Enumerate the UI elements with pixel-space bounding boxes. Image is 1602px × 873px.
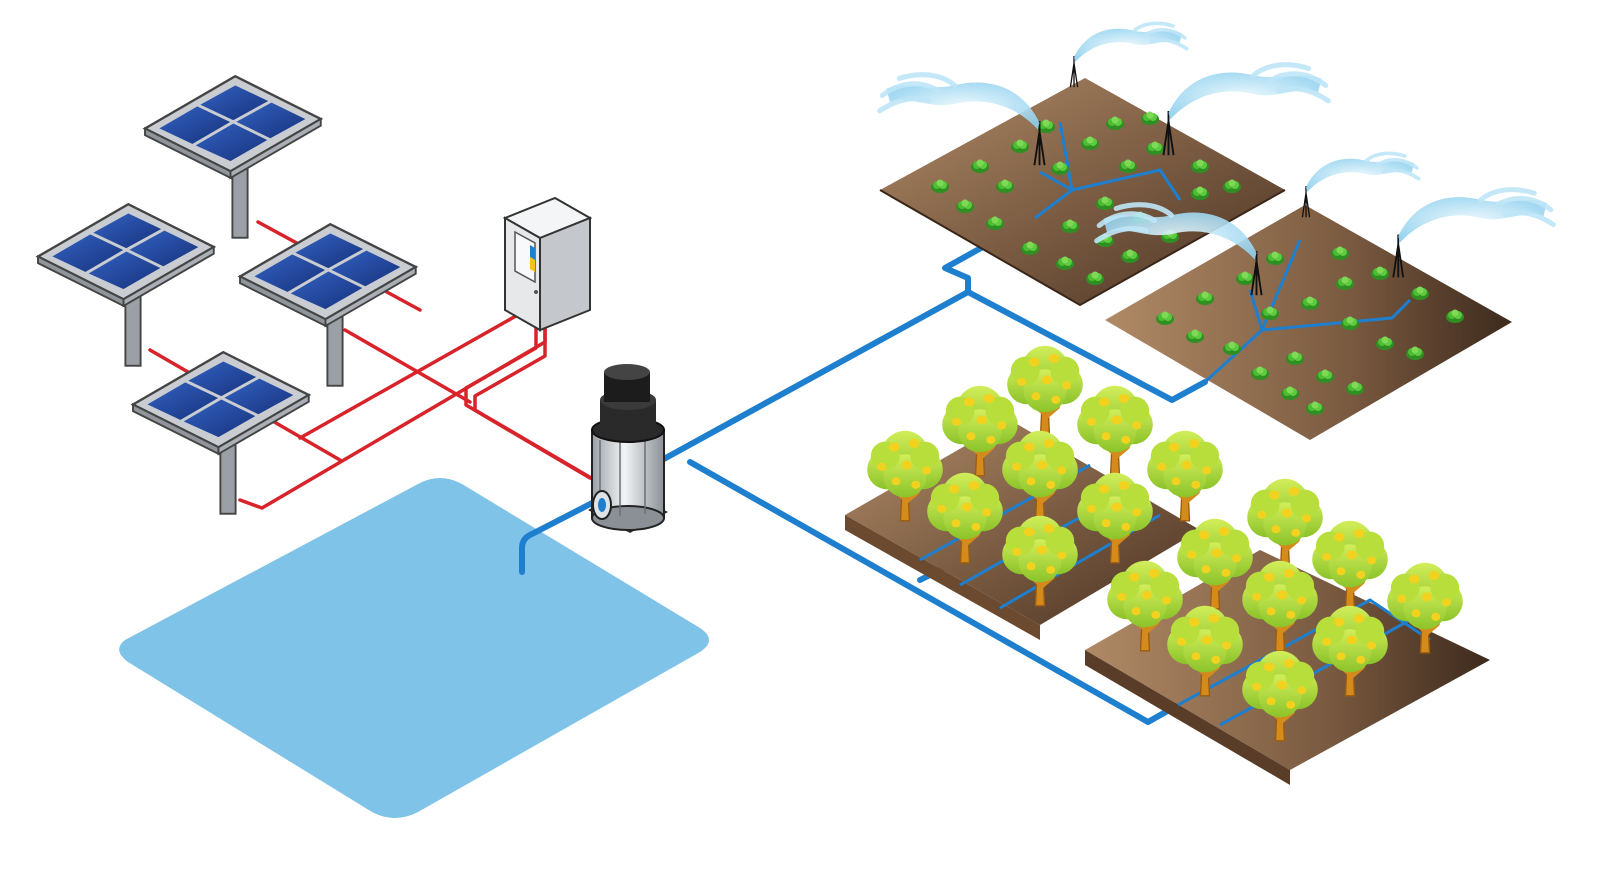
solar-panel-icon [143, 74, 323, 240]
sprinkler-icon [1300, 151, 1421, 219]
fruit-tree-icon [1077, 386, 1153, 476]
water-reservoir-icon [119, 478, 709, 818]
fruit-tree-icon [1007, 346, 1083, 436]
sprinkler-icon [1068, 21, 1189, 89]
solar-panel-icon [238, 222, 418, 388]
solar-panel-icon [36, 202, 216, 368]
solar-array [36, 74, 418, 516]
sprinkler-icon [1393, 190, 1553, 278]
water-pump-icon [588, 364, 668, 533]
solar-panel-icon [131, 350, 311, 516]
field-1-drip-lines [1034, 121, 1182, 220]
control-box-icon [502, 196, 593, 332]
